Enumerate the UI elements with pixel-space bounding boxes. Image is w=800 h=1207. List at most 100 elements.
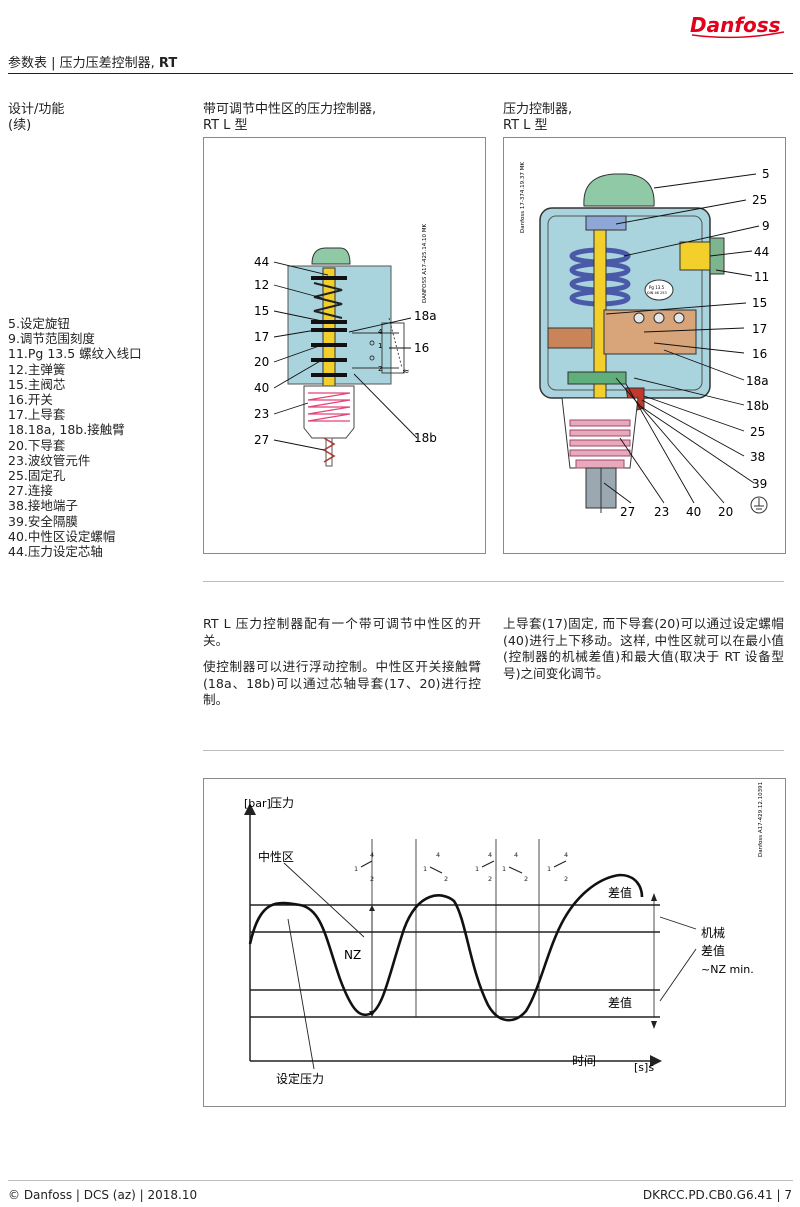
label-25-top: 25 — [752, 193, 767, 207]
legend-item: 25.固定孔 — [8, 468, 66, 484]
legend-item: 16.开关 — [8, 392, 53, 408]
paragraph-left-1: RT L 压力控制器配有一个带可调节中性区的开关。 — [203, 616, 481, 648]
legend-item: 5.设定旋钮 — [8, 316, 70, 331]
switch-label-2-d: 2 — [524, 875, 528, 883]
figure-left-caption: 带可调节中性区的压力控制器, RT L 型 — [203, 102, 377, 133]
switch-label-4-a: 4 — [370, 851, 374, 859]
label-39: 39 — [752, 477, 767, 491]
section-title: 设计/功能 (续) — [8, 102, 65, 133]
differential-top-label: 差值 — [608, 885, 632, 900]
switch-label-2-b: 2 — [444, 875, 448, 883]
y-unit: [bar] — [244, 797, 271, 810]
figure-left-schematic: 4 1 2 ≈ 44 12 15 17 20 40 23 27 18a 16 1… — [203, 137, 486, 554]
x-axis-label: 时间 — [572, 1054, 596, 1068]
label-23: 23 — [254, 407, 269, 421]
switch-label-4-c: 4 — [488, 851, 492, 859]
text-right-column: 上导套(17)固定, 而下导套(20)可以通过设定螺帽(40)进行上下移动。这样… — [503, 616, 784, 692]
legend-item: 9.调节范围刻度 — [8, 331, 95, 347]
differential-bottom-label: 差值 — [608, 995, 632, 1010]
mechanical-label-line1: 机械 — [701, 925, 725, 940]
legend-item: 38.接地端子 — [8, 498, 78, 514]
text-left-column: RT L 压力控制器配有一个带可调节中性区的开关。 使控制器可以进行浮动控制。中… — [203, 616, 481, 719]
legend-item: 11.Pg 13.5 螺纹入线口 — [8, 346, 142, 362]
switch-label-4-b: 4 — [436, 851, 440, 859]
label-16: 16 — [414, 341, 429, 355]
section-divider-1 — [203, 581, 784, 582]
label-23: 23 — [654, 505, 669, 519]
legend-item: 27.连接 — [8, 483, 53, 499]
label-12: 12 — [254, 278, 269, 292]
switch-label-1-e: 1 — [547, 865, 551, 873]
paragraph-left-2: 使控制器可以进行浮动控制。中性区开关接触臂(18a、18b)可以通过芯轴导套(1… — [203, 659, 481, 707]
chart-code: Danfoss A17-429.12.10391 — [758, 782, 764, 857]
switch-label-1-b: 1 — [423, 865, 427, 873]
label-18b: 18b — [746, 399, 769, 413]
neutral-zone-diagram: 4 1 2 4 1 2 4 1 2 4 1 2 4 1 2 [bar] 压力 中… — [203, 778, 786, 1107]
legend-item: 15.主阀芯 — [8, 376, 66, 392]
svg-text:≈: ≈ — [402, 367, 410, 377]
label-27: 27 — [254, 433, 269, 447]
footer-left: © Danfoss | DCS (az) | 2018.10 — [8, 1188, 198, 1202]
switch-label-1-c: 1 — [475, 865, 479, 873]
label-17: 17 — [254, 330, 269, 344]
label-44: 44 — [754, 245, 769, 259]
svg-text:2: 2 — [378, 365, 382, 373]
label-27: 27 — [620, 505, 635, 519]
y-axis-label: 压力 — [270, 796, 294, 810]
svg-text:1: 1 — [378, 342, 382, 350]
legend-item: 40.中性区设定螺帽 — [8, 528, 116, 544]
mechanical-label-line2: 差值 — [701, 943, 725, 958]
label-16: 16 — [752, 347, 767, 361]
label-11: 11 — [754, 270, 769, 284]
legend-item: 12.主弹簧 — [8, 361, 66, 377]
page-header-title: 参数表 | 压力压差控制器, RT — [8, 56, 178, 71]
svg-text:Danfoss: Danfoss — [690, 13, 781, 37]
label-44: 44 — [254, 255, 269, 269]
switch-label-2-a: 2 — [370, 875, 374, 883]
switch-label-1-d: 1 — [502, 865, 506, 873]
plate-text-1: Pg 13.5 — [649, 285, 665, 290]
figure-right-caption: 压力控制器, RT L 型 — [503, 102, 573, 133]
neutral-zone-label: 中性区 — [258, 849, 294, 864]
label-15: 15 — [254, 304, 269, 318]
figure-left-code: DANFOSS A17-425.14.10 MK — [422, 224, 428, 303]
x-unit: [s]s — [634, 1061, 654, 1074]
label-25-bottom: 25 — [750, 425, 765, 439]
switch-label-4-e: 4 — [564, 851, 568, 859]
figure-right-code: Danfoss 17-374.19.37 MK — [520, 162, 526, 233]
footer-divider — [8, 1180, 793, 1181]
switch-label-4-d: 4 — [514, 851, 518, 859]
legend-item: 20.下导套 — [8, 437, 66, 453]
label-20: 20 — [718, 505, 733, 519]
label-18a: 18a — [746, 374, 769, 388]
label-38: 38 — [750, 450, 765, 464]
label-40: 40 — [254, 381, 269, 395]
label-18a: 18a — [414, 309, 437, 323]
section-divider-2 — [203, 750, 784, 751]
legend-item: 17.上导套 — [8, 407, 66, 423]
legend-item: 18.18a, 18b.接触臂 — [8, 422, 125, 438]
label-20: 20 — [254, 355, 269, 369]
figure-right-cutaway: Danfoss 17-374.19.37 MK Pg 13.5 DIN 46 2… — [503, 137, 786, 554]
footer-right: DKRCC.PD.CB0.G6.41 | 7 — [642, 1188, 792, 1202]
nz-label: NZ — [344, 948, 361, 962]
switch-label-1-a: 1 — [354, 865, 358, 873]
switch-label-2-e: 2 — [564, 875, 568, 883]
mechanical-label-line3: ~NZ min. — [701, 963, 754, 976]
header-divider — [8, 73, 793, 74]
paragraph-right-1: 上导套(17)固定, 而下导套(20)可以通过设定螺帽(40)进行上下移动。这样… — [503, 616, 784, 681]
legend-item: 44.压力设定芯轴 — [8, 544, 103, 560]
label-9: 9 — [762, 219, 770, 233]
label-5: 5 — [762, 167, 770, 181]
setpoint-label: 设定压力 — [276, 1071, 324, 1086]
plate-text-2: DIN 46 253 — [647, 291, 667, 295]
label-40: 40 — [686, 505, 701, 519]
legend-item: 39.安全隔膜 — [8, 513, 78, 529]
legend-item: 23.波纹管元件 — [8, 452, 91, 468]
switch-label-2-c: 2 — [488, 875, 492, 883]
danfoss-logo: Danfoss — [690, 13, 785, 39]
svg-text:4: 4 — [378, 328, 383, 336]
label-17: 17 — [752, 322, 767, 336]
label-18b: 18b — [414, 431, 437, 445]
